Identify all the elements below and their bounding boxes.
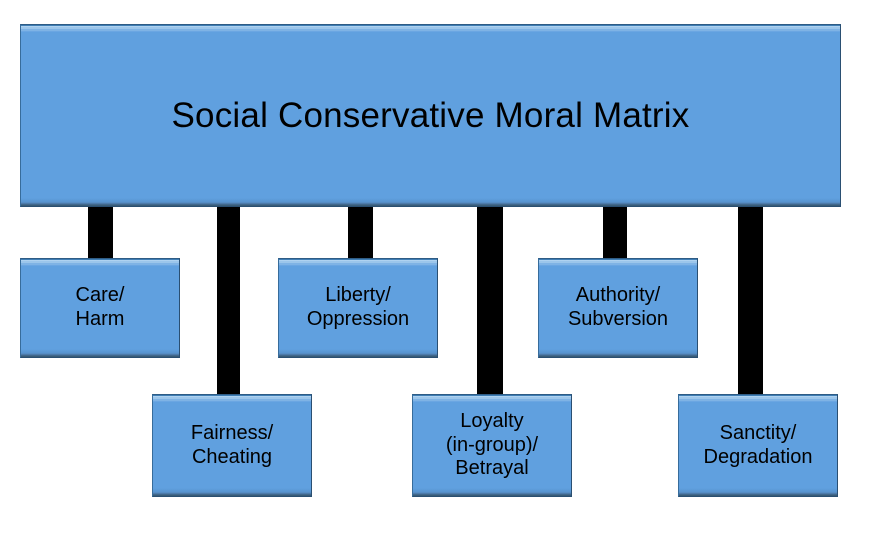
node-authority-subversion-label: Authority/ Subversion [567,284,669,330]
node-fairness-cheating-label: Fairness/ Cheating [190,421,274,468]
connector-authority [603,205,627,260]
root-node-label: Social Conservative Moral Matrix [171,95,690,135]
node-fairness-cheating: Fairness/ Cheating [152,394,312,497]
node-sanctity-degradation: Sanctity/ Degradation [678,394,838,497]
node-liberty-oppression-label: Liberty/ Oppression [306,284,410,330]
node-care-harm: Care/ Harm [20,258,180,358]
node-sanctity-degradation-label: Sanctity/ Degradation [703,421,813,468]
node-loyalty-betrayal: Loyalty (in-group)/ Betrayal [412,394,572,497]
connector-sanctity [738,205,763,396]
connector-loyalty [477,205,503,396]
node-loyalty-betrayal-label: Loyalty (in-group)/ Betrayal [445,410,539,480]
node-care-harm-label: Care/ Harm [75,284,125,330]
root-node-social-conservative-moral-matrix: Social Conservative Moral Matrix [20,24,841,207]
connector-fairness [217,205,240,396]
connector-care [88,205,113,260]
node-authority-subversion: Authority/ Subversion [538,258,698,358]
node-liberty-oppression: Liberty/ Oppression [278,258,438,358]
connector-liberty [348,205,373,260]
